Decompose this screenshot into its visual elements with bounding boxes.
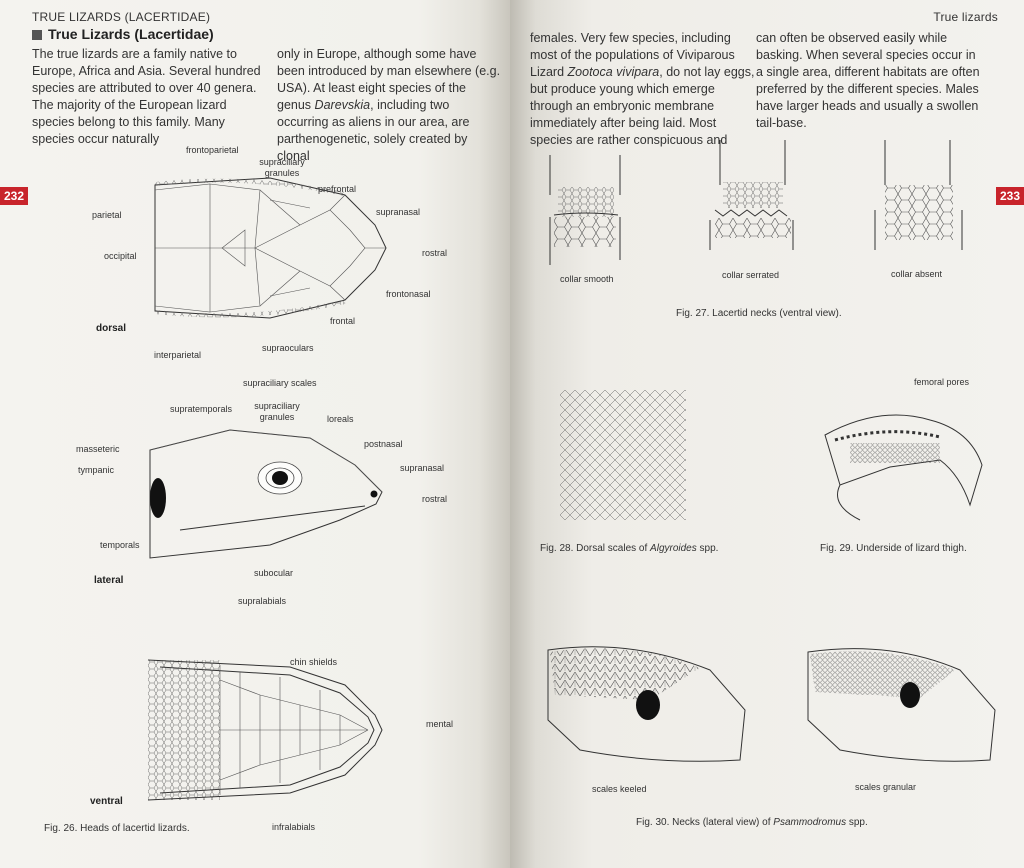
view-label-lateral: lateral bbox=[94, 575, 124, 586]
left-column-1: The true lizards are a family native to … bbox=[32, 46, 268, 148]
left-page: TRUE LIZARDS (LACERTIDAE) True Lizards (… bbox=[0, 0, 510, 868]
caption-fig-29: Fig. 29. Underside of lizard thigh. bbox=[820, 543, 967, 554]
left-column-2: only in Europe, although some have been … bbox=[277, 46, 501, 165]
label-tympanic: tympanic bbox=[78, 465, 115, 475]
label-supratemporals: supratemporals bbox=[170, 404, 233, 414]
label-subocular: subocular bbox=[254, 568, 294, 578]
label-collar-smooth: collar smooth bbox=[560, 274, 614, 284]
lizard-thigh-drawing bbox=[824, 414, 983, 521]
caption-fig-26: Fig. 26. Heads of lacertid lizards. bbox=[44, 823, 190, 834]
section-title: True Lizards (Lacertidae) bbox=[32, 26, 214, 42]
paragraph: The true lizards are a family native to … bbox=[32, 47, 261, 146]
neck-scales-granular-drawing bbox=[807, 648, 996, 762]
genus-name: Psammodromus bbox=[773, 817, 847, 828]
label-scales-granular: scales granular bbox=[855, 782, 917, 792]
label-occipital: occipital bbox=[104, 251, 137, 261]
label-mental: mental bbox=[426, 719, 454, 729]
label-infralabials: infralabials bbox=[272, 822, 316, 832]
section-title-text: True Lizards (Lacertidae) bbox=[48, 26, 214, 42]
caption-text: Fig. 28. Dorsal scales of bbox=[540, 543, 648, 554]
view-label-dorsal: dorsal bbox=[96, 323, 127, 334]
label-supranasal: supranasal bbox=[376, 207, 421, 217]
label-femoral-pores: femoral pores bbox=[914, 377, 970, 387]
paragraph: can often be observed easily while baski… bbox=[756, 31, 980, 130]
species-name: Zootoca vivipara bbox=[567, 65, 660, 79]
view-label-ventral: ventral bbox=[90, 796, 123, 807]
label-loreals: loreals bbox=[327, 414, 354, 424]
page-number-tab-right: 233 bbox=[996, 187, 1024, 205]
label-rostral: rostral bbox=[422, 248, 448, 258]
ventral-head-drawing bbox=[147, 659, 383, 801]
label-prefrontal: prefrontal bbox=[318, 184, 357, 194]
label-temporals: temporals bbox=[100, 540, 140, 550]
caption-fig-27: Fig. 27. Lacertid necks (ventral view). bbox=[676, 308, 842, 319]
label-masseteric: masseteric bbox=[76, 444, 120, 454]
paragraph: only in Europe, although some have been … bbox=[277, 46, 501, 165]
label-supranasal-lateral: supranasal bbox=[400, 463, 445, 473]
neck-collar-smooth-drawing bbox=[549, 155, 621, 265]
text-run: , do not lay eggs, but produce young whi… bbox=[530, 65, 755, 147]
label-postnasal: postnasal bbox=[364, 439, 403, 449]
label-supraciliary-granules-lateral: supraciliary granules bbox=[254, 401, 300, 422]
running-head-left: TRUE LIZARDS (LACERTIDAE) bbox=[32, 10, 211, 24]
text-run: females. Very few species, including mos… bbox=[530, 31, 735, 79]
text-run: , including two occurring as aliens in o… bbox=[277, 98, 470, 163]
label-rostral-lateral: rostral bbox=[422, 494, 448, 504]
label-frontoparietal: frontoparietal bbox=[186, 145, 239, 155]
neck-collar-serrated-drawing bbox=[709, 140, 794, 250]
caption-fig-30: Fig. 30. Necks (lateral view) of Psammod… bbox=[636, 817, 868, 828]
paragraph: females. Very few species, including mos… bbox=[530, 30, 758, 149]
label-scales-keeled: scales keeled bbox=[592, 784, 647, 794]
text-run: only in Europe, although some have been … bbox=[277, 47, 501, 112]
right-column-1: females. Very few species, including mos… bbox=[530, 30, 758, 149]
label-frontonasal: frontonasal bbox=[386, 289, 431, 299]
label-interparietal: interparietal bbox=[154, 350, 202, 360]
running-head-right: True lizards bbox=[933, 10, 998, 24]
page-number-tab-left: 232 bbox=[0, 187, 28, 205]
caption-text: Fig. 30. Necks (lateral view) of bbox=[636, 817, 771, 828]
caption-text: spp. bbox=[699, 543, 719, 554]
label-chin-shields: chin shields bbox=[290, 657, 338, 667]
dorsal-head-drawing bbox=[154, 177, 387, 319]
neck-collar-absent-drawing bbox=[874, 140, 963, 250]
genus-name: Darevskia bbox=[314, 98, 371, 112]
genus-name: Algyroides bbox=[650, 543, 697, 554]
lateral-head-drawing bbox=[149, 429, 383, 559]
label-supraciliary-granules: supraciliary granules bbox=[259, 157, 305, 178]
label-collar-serrated: collar serrated bbox=[722, 270, 780, 280]
section-marker bbox=[32, 30, 42, 40]
label-frontal: frontal bbox=[330, 316, 356, 326]
caption-fig-28: Fig. 28. Dorsal scales of Algyroides spp… bbox=[540, 543, 718, 554]
label-supraciliary-scales: supraciliary scales bbox=[243, 378, 317, 388]
dorsal-scales-drawing bbox=[560, 390, 686, 520]
caption-text: spp. bbox=[848, 817, 868, 828]
neck-scales-keeled-drawing bbox=[547, 646, 746, 762]
right-column-2: can often be observed easily while baski… bbox=[756, 30, 982, 132]
label-supralabials: supralabials bbox=[238, 596, 287, 606]
right-page: True lizards females. Very few species, … bbox=[510, 0, 1024, 868]
label-parietal: parietal bbox=[92, 210, 122, 220]
label-collar-absent: collar absent bbox=[891, 269, 943, 279]
label-supraoculars: supraoculars bbox=[262, 343, 314, 353]
